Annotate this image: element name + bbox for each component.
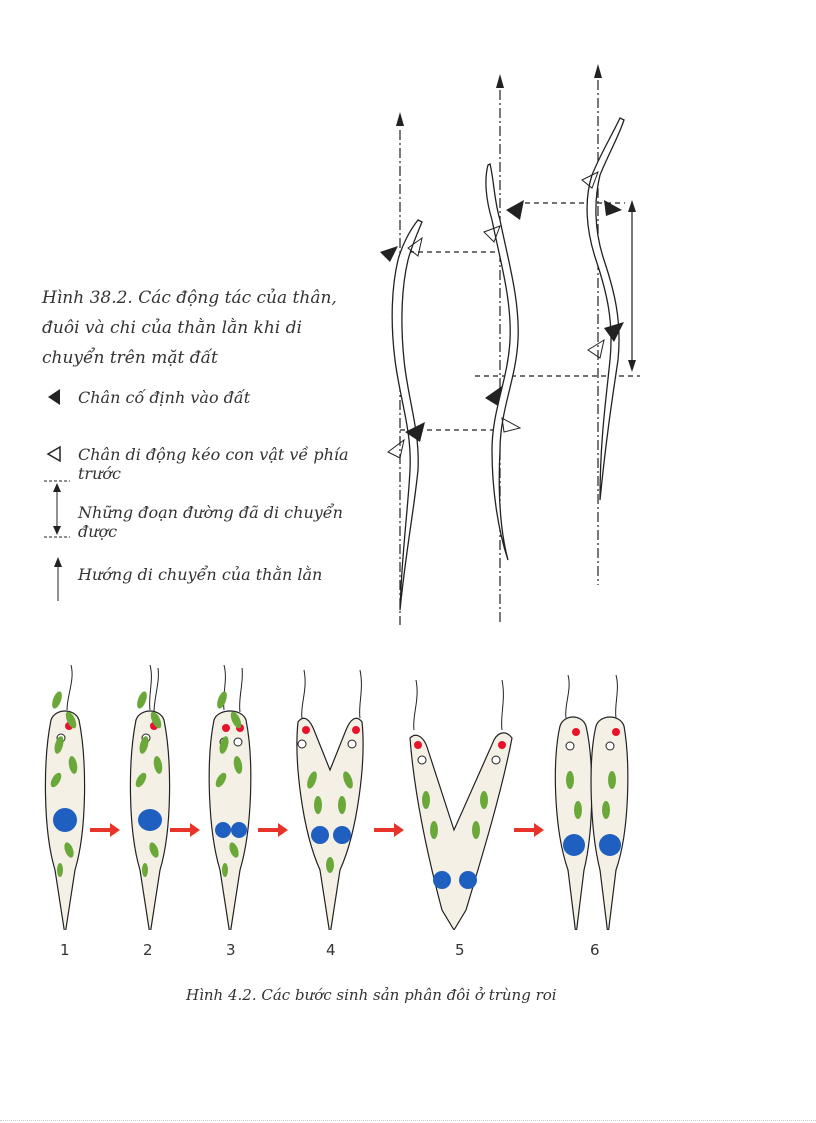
euglena-step-1 [44, 664, 86, 930]
figure1-caption: Hình 38.2. Các động tác của thân, đuôi v… [42, 288, 337, 368]
arrow-3-4 [258, 823, 288, 837]
euglena-step-3 [208, 664, 252, 930]
legend-label-fixed-foot: Chân cố định vào đất [78, 388, 251, 407]
euglena-step-4 [296, 669, 364, 930]
legend-label-direction: Hướng di chuyển của thằn lằn [78, 565, 323, 584]
legend-item-distance: Những đoạn đường đã di chuyển được [40, 477, 360, 541]
arrow-4-5 [374, 823, 404, 837]
step-label-5: 5 [455, 941, 465, 959]
euglena-fission-diagram [44, 664, 629, 930]
lizard-2 [485, 163, 519, 561]
lizard-locomotion-diagram [380, 64, 640, 625]
euglena-step-5 [409, 679, 513, 930]
arrow-5-6 [514, 823, 544, 837]
up-arrow-icon [54, 557, 62, 601]
page-divider [0, 1120, 816, 1121]
double-arrow-icon [44, 480, 70, 538]
figure2-caption: Hình 4.2. Các bước sinh sản phân đôi ở t… [186, 986, 557, 1004]
hollow-triangle-icon [46, 445, 61, 463]
legend-label-moving-foot: Chân di động kéo con vật về phía trước [78, 445, 349, 483]
legend-item-moving-foot: Chân di động kéo con vật về phía trước [40, 437, 360, 483]
legend-item-direction: Hướng di chuyển của thằn lằn [40, 555, 360, 601]
step-label-2: 2 [143, 941, 153, 959]
step-label-1: 1 [60, 941, 70, 959]
euglena-step-6 [554, 674, 629, 930]
legend-item-fixed-foot: Chân cố định vào đất [40, 380, 360, 420]
arrow-1-2 [90, 823, 120, 837]
filled-triangle-icon [48, 389, 60, 405]
euglena-step-2 [129, 664, 171, 930]
lizard-1 [391, 219, 423, 611]
step-label-4: 4 [326, 941, 336, 959]
step-arrows [90, 823, 544, 837]
legend-label-distance: Những đoạn đường đã di chuyển được [78, 503, 343, 541]
arrow-2-3 [170, 823, 200, 837]
lizard-3 [586, 117, 625, 501]
step-label-3: 3 [226, 941, 236, 959]
step-label-6: 6 [590, 941, 600, 959]
